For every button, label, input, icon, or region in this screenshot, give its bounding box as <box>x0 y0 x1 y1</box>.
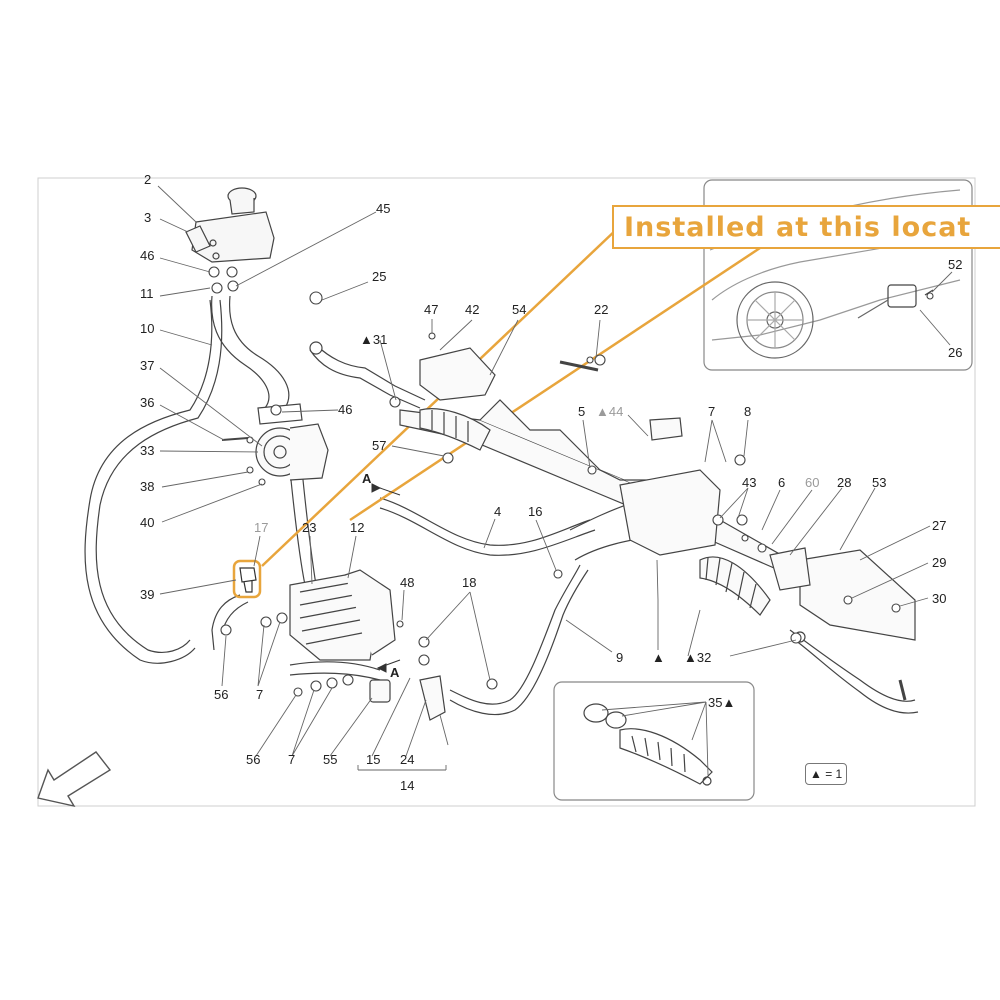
part-label-16: 16 <box>528 504 543 519</box>
part-label-42: 42 <box>465 302 480 317</box>
part-label-26: 26 <box>948 345 963 360</box>
part-label-28: 28 <box>837 475 852 490</box>
callout-box: Installed at this locat <box>612 205 1000 249</box>
section-arrows <box>371 483 401 673</box>
direction-arrow <box>37 751 112 808</box>
part-label-9: 9 <box>616 650 624 665</box>
part-label-24: 24 <box>400 752 415 767</box>
part-label-38: 38 <box>140 479 155 494</box>
part-label-30: 30 <box>932 591 947 606</box>
inset-boot-detail <box>553 681 755 801</box>
steering-rack <box>399 399 791 616</box>
part-label-22: 22 <box>594 302 609 317</box>
leader-lines <box>157 185 953 776</box>
part-label-6: 6 <box>778 475 786 490</box>
part-label-46: 46 <box>140 248 155 263</box>
part-label-39: 39 <box>140 587 155 602</box>
part-label-18: 18 <box>462 575 477 590</box>
part-label-56-b: 56 <box>246 752 261 767</box>
part-label-15: 15 <box>366 752 381 767</box>
part-label-8: 8 <box>744 404 752 419</box>
part-label-37: 37 <box>140 358 155 373</box>
part-label-46-b: 46 <box>338 402 353 417</box>
part-label-triangle-rack: ▲ <box>652 650 665 665</box>
section-marker-a-top: A <box>362 471 372 486</box>
part-label-43: 43 <box>742 475 757 490</box>
legend-box: ▲ = 1 <box>805 763 847 785</box>
reservoir <box>185 187 275 263</box>
highlighted-part-39 <box>232 559 262 599</box>
hoses <box>84 295 701 716</box>
part-label-11: 11 <box>140 286 154 301</box>
part-label-47: 47 <box>424 302 439 317</box>
part-label-44: ▲44 <box>596 404 624 419</box>
part-label-56: 56 <box>214 687 229 702</box>
part-label-32: ▲32 <box>684 650 712 665</box>
part-label-12: 12 <box>350 520 365 535</box>
tie-rods <box>309 341 919 714</box>
part-label-44-number: 44 <box>608 404 624 419</box>
part-label-48: 48 <box>400 575 415 590</box>
part-label-45: 45 <box>376 201 391 216</box>
part-label-36: 36 <box>140 395 155 410</box>
part-label-54: 54 <box>512 302 527 317</box>
part-label-4: 4 <box>494 504 502 519</box>
section-marker-a-bottom: A <box>390 665 400 680</box>
part-label-2: 2 <box>144 172 152 187</box>
part-label-14: 14 <box>400 778 415 793</box>
cooler <box>289 569 396 661</box>
part-label-27: 27 <box>932 518 947 533</box>
part-label-53: 53 <box>872 475 887 490</box>
part-label-7: 7 <box>708 404 716 419</box>
part-label-35-number: 35 <box>708 695 723 710</box>
part-label-25: 25 <box>372 269 387 284</box>
part-label-7-c: 7 <box>288 752 296 767</box>
part-label-29: 29 <box>932 555 947 570</box>
part-label-32-number: 32 <box>696 650 712 665</box>
part-label-52: 52 <box>948 257 963 272</box>
legend-text: ▲ = 1 <box>810 767 843 781</box>
part-label-40: 40 <box>140 515 155 530</box>
part-label-7-b: 7 <box>256 687 264 702</box>
part-label-31-number: 31 <box>372 332 388 347</box>
part-label-3: 3 <box>144 210 152 225</box>
part-label-23: 23 <box>302 520 317 535</box>
part-label-5: 5 <box>578 404 586 419</box>
pump <box>255 403 329 481</box>
part-label-17: 17 <box>254 520 269 535</box>
part-label-35: 35▲ <box>708 695 736 710</box>
part-label-10: 10 <box>140 321 155 336</box>
part-label-60: 60 <box>805 475 820 490</box>
part-label-31: ▲31 <box>360 332 388 347</box>
diagram-frame <box>37 177 976 807</box>
part-label-33: 33 <box>140 443 155 458</box>
part-label-55: 55 <box>323 752 338 767</box>
callout-text: Installed at this locat <box>624 212 972 243</box>
part-label-57: 57 <box>372 438 387 453</box>
